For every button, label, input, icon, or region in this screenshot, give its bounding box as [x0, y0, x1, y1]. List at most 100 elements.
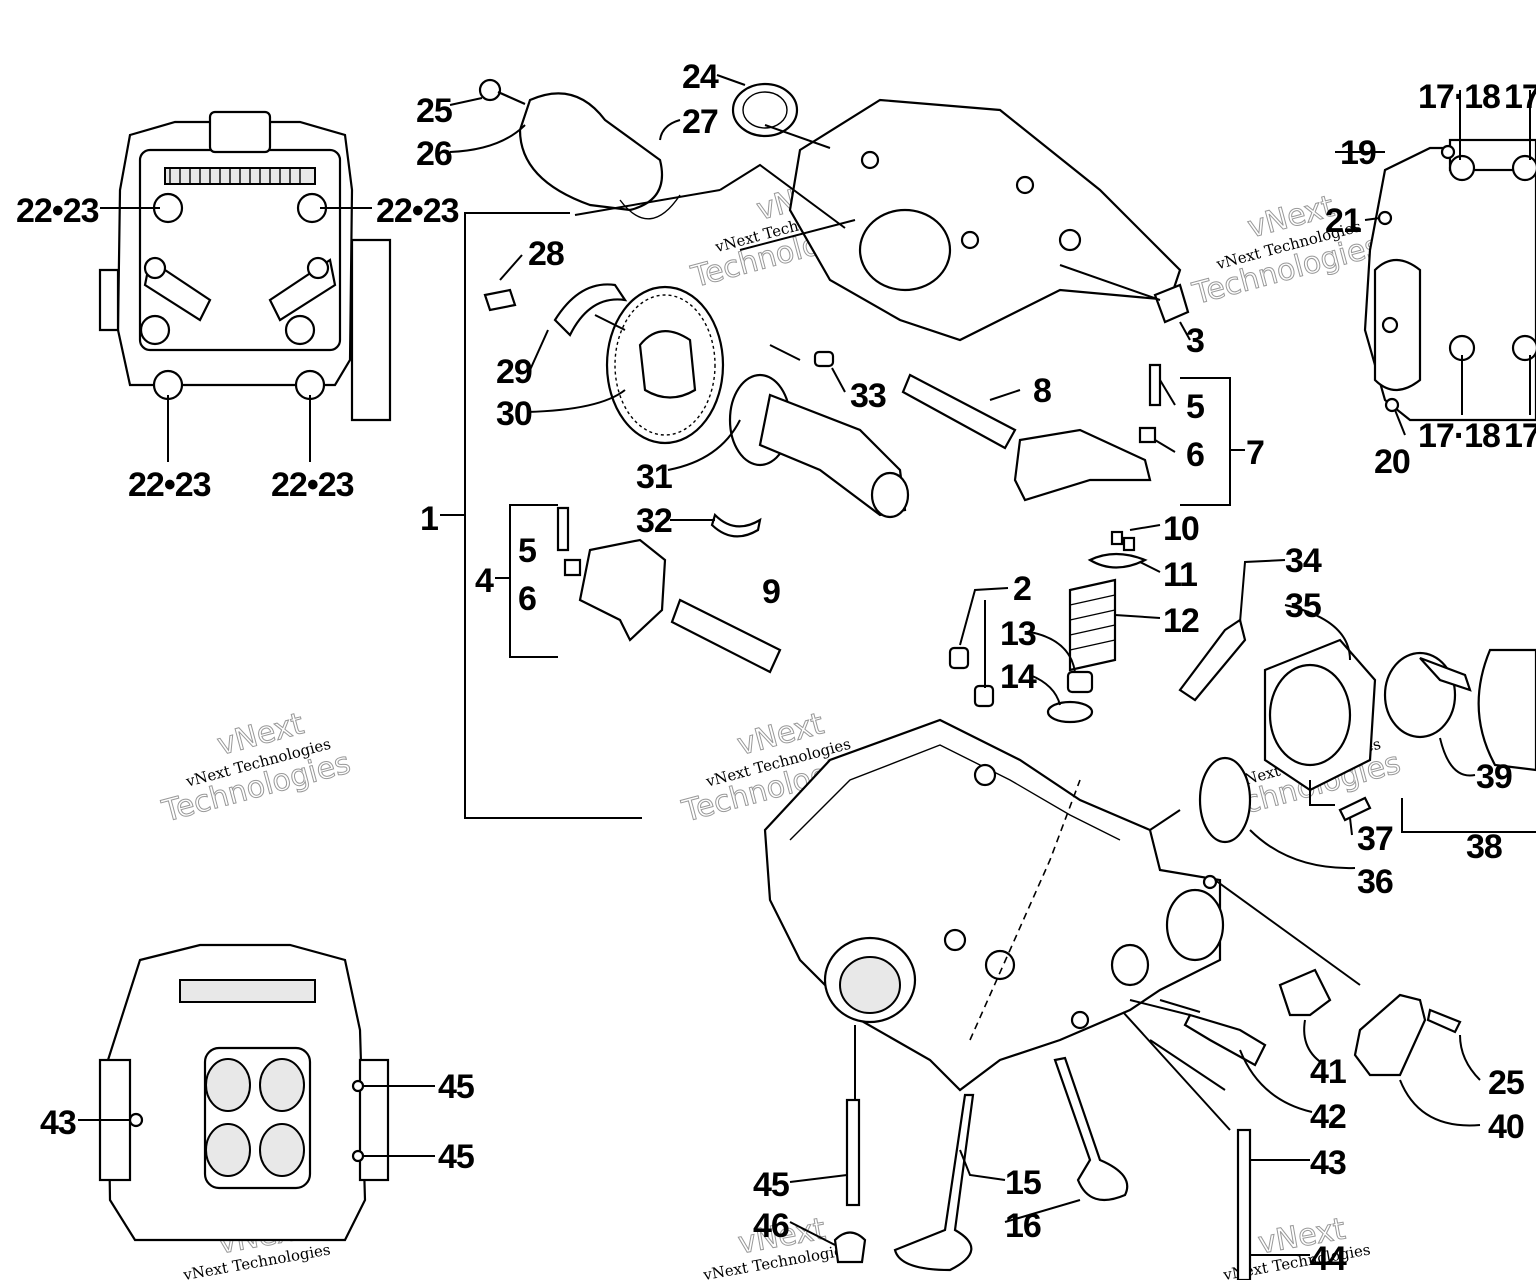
retainer-29: [553, 283, 628, 337]
cam-sprocket-30: [605, 285, 725, 445]
callout-13: 13: [1000, 615, 1036, 653]
callout-17-18-top: 17·18: [1418, 78, 1500, 116]
callout-6b: 6: [1186, 436, 1204, 474]
sensor-41: [1278, 968, 1332, 1017]
callout-35: 35: [1285, 587, 1321, 625]
callout-21: 21: [1325, 202, 1361, 240]
main-exploded-view: [478, 78, 1536, 1280]
callout-33: 33: [850, 377, 886, 415]
nut-46: [833, 1231, 867, 1264]
spark-plug-34: [1178, 618, 1247, 702]
callout-12: 12: [1163, 602, 1199, 640]
bolt-37: [1338, 796, 1372, 822]
callout-39: 39: [1476, 758, 1512, 796]
callout-45c: 45: [753, 1166, 789, 1204]
watermark-3: vNext vNext Technologies Technologies: [158, 706, 355, 830]
seal-13: [1066, 670, 1094, 694]
callout-9: 9: [762, 573, 780, 611]
camshaft-31: [728, 373, 910, 519]
stud-45: [845, 1098, 861, 1207]
seat-14: [1046, 700, 1094, 724]
bolt-25b: [1426, 1008, 1462, 1034]
watermark-5: vNext vNext Technologies Technologies: [1188, 188, 1385, 312]
valve-16: [1053, 1056, 1129, 1202]
callout-43b: 43: [1310, 1144, 1346, 1182]
callout-3: 3: [1186, 322, 1204, 360]
callout-10: 10: [1163, 510, 1199, 548]
callout-1: 1: [420, 500, 438, 538]
callout-32: 32: [636, 502, 672, 540]
callout-42: 42: [1310, 1098, 1346, 1136]
callout-27: 27: [682, 103, 718, 141]
callout-30: 30: [496, 395, 532, 433]
callout-7: 7: [1246, 434, 1264, 472]
valve-15: [893, 1093, 975, 1272]
rocker-shaft-9: [670, 598, 782, 674]
callout-31: 31: [636, 458, 672, 496]
callout-45b: 45: [438, 1138, 474, 1176]
rocker-arm-7: [1013, 428, 1152, 502]
callout-6a: 6: [518, 580, 536, 618]
callout-34: 34: [1285, 542, 1322, 580]
o-ring-36: [1198, 756, 1252, 844]
callout-5b: 5: [1186, 388, 1204, 426]
cylinder-head: [763, 718, 1225, 1092]
callout-5a: 5: [518, 532, 536, 570]
callout-17-18-bottom: 17·18: [1418, 417, 1500, 455]
callout-8: 8: [1033, 372, 1051, 410]
dowel-2a: [948, 646, 970, 670]
callout-29: 29: [496, 353, 532, 391]
rocker-shaft-8: [901, 373, 1017, 450]
callout-40: 40: [1488, 1108, 1524, 1146]
callout-28: 28: [528, 235, 564, 273]
callout-25a: 25: [416, 92, 452, 130]
bolt-25: [478, 78, 502, 102]
callout-24: 24: [682, 58, 719, 96]
boot-38: [1477, 648, 1536, 772]
callout-11: 11: [1163, 556, 1197, 594]
tensioner-cap: [518, 92, 664, 212]
callout-43a: 43: [40, 1104, 76, 1142]
fitting-40: [1353, 993, 1427, 1077]
callout-17-top: 17: [1504, 78, 1536, 116]
callout-16: 16: [1005, 1207, 1041, 1245]
callout-38: 38: [1466, 828, 1502, 866]
callout-37: 37: [1357, 820, 1393, 858]
callout-20: 20: [1374, 443, 1410, 481]
callout-26: 26: [416, 135, 452, 173]
retainer-11: [1087, 552, 1148, 569]
callout-46: 46: [753, 1207, 789, 1245]
callout-22-23-d: 22•23: [271, 466, 354, 504]
cam-carrier: [788, 98, 1182, 342]
callout-labels: 1 2 3 4 5 5 6 6 7 8 9 10 11 12 13 14 15 …: [16, 58, 1536, 1278]
callout-19: 19: [1340, 134, 1376, 172]
callout-22-23-c: 22•23: [128, 466, 211, 504]
callout-14: 14: [1000, 658, 1037, 696]
inset-head-bottom-view: [98, 943, 390, 1242]
plug-3: [1153, 283, 1190, 324]
callout-25b: 25: [1488, 1064, 1524, 1102]
callout-44: 44: [1310, 1240, 1347, 1278]
callout-22-23-b: 22•23: [376, 192, 459, 230]
callout-41: 41: [1310, 1053, 1346, 1091]
sensor-42: [1183, 1013, 1267, 1067]
gear-strip-icon: [179, 979, 316, 1003]
clip-32: [710, 512, 762, 538]
callout-2: 2: [1013, 570, 1031, 608]
dowel-2b: [973, 684, 995, 708]
bolt-28: [483, 288, 517, 312]
leader-lines: [78, 74, 1536, 1256]
callout-22-23-a: 22•23: [16, 192, 99, 230]
callout-36: 36: [1357, 863, 1393, 901]
callout-45a: 45: [438, 1068, 474, 1106]
inset-head-top-view: [98, 110, 392, 422]
spring-12: [1068, 578, 1117, 672]
dowel-33: [813, 350, 835, 368]
callout-4: 4: [475, 562, 494, 600]
stud-43: [1236, 1128, 1252, 1280]
callout-15: 15: [1005, 1164, 1041, 1202]
inset-head-side-view: [1363, 138, 1536, 422]
callout-17-bottom: 17: [1504, 417, 1536, 455]
rocker-arm-4: [578, 538, 667, 642]
